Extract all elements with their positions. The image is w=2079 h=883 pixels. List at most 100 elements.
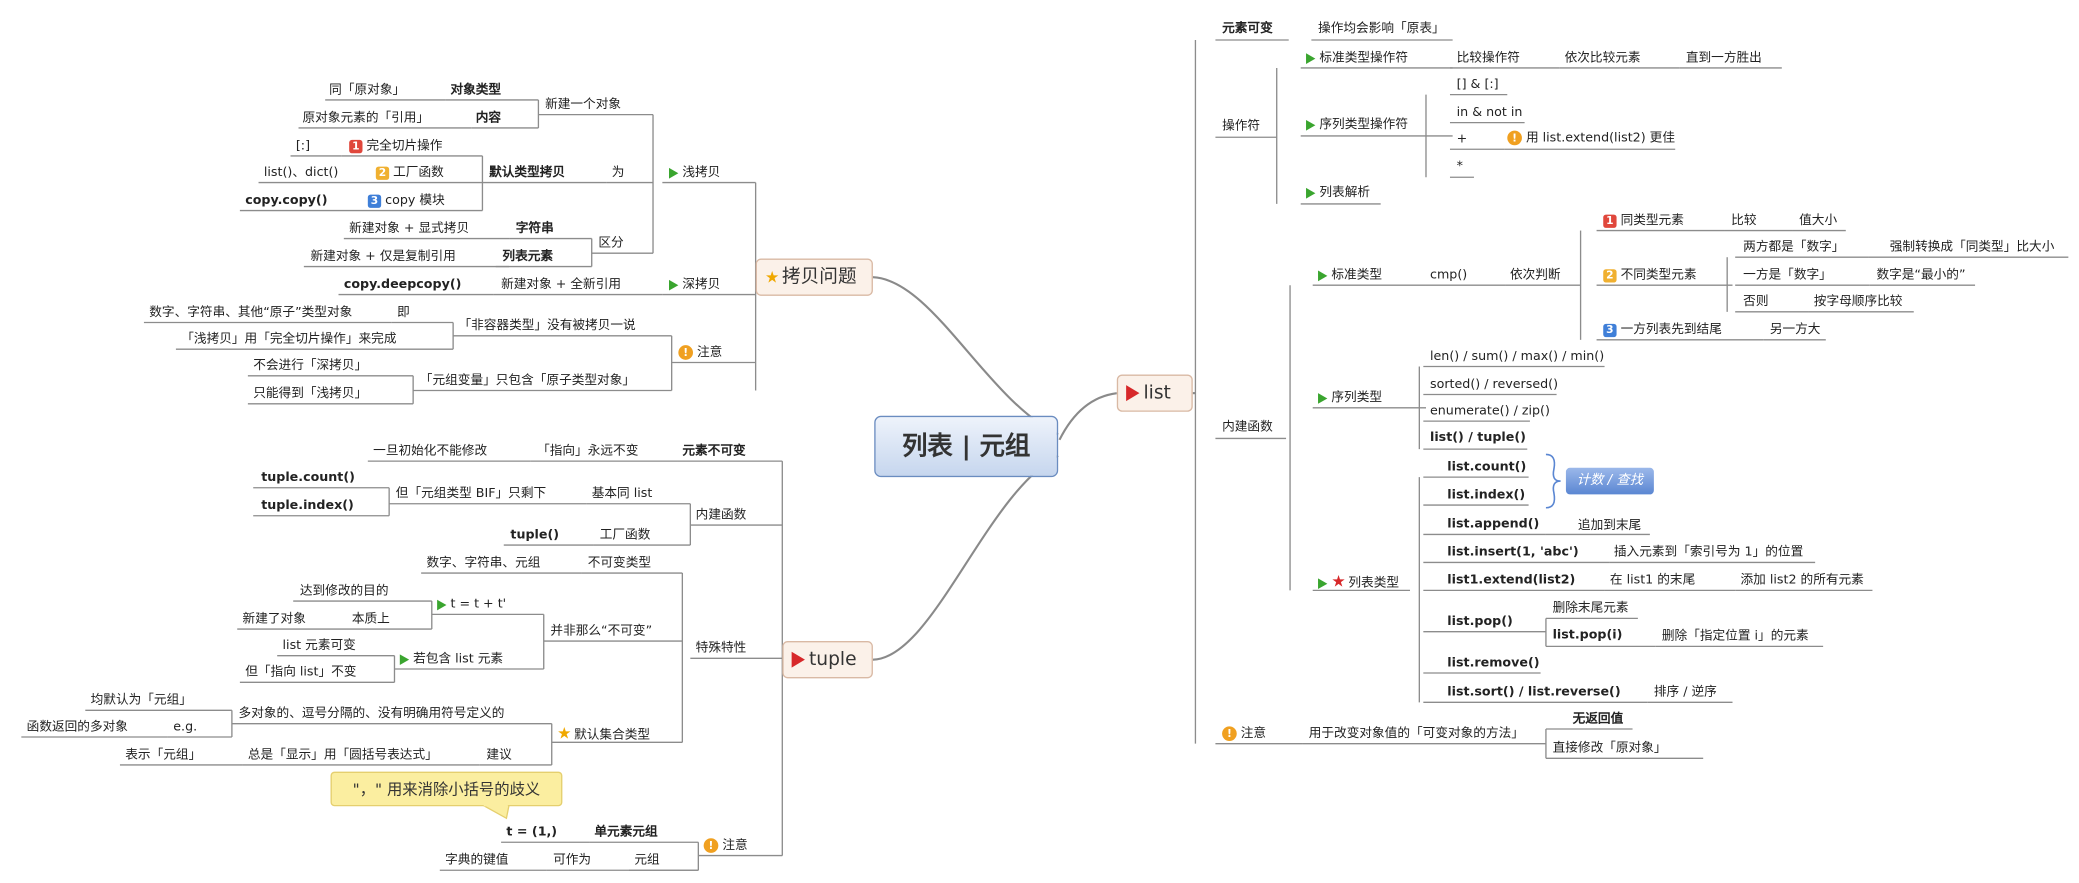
- node[interactable]: 「指向」永远不变: [537, 443, 639, 459]
- node[interactable]: 直到一方胜出: [1685, 50, 1762, 66]
- node[interactable]: 一方是「数字」: [1743, 267, 1832, 283]
- node[interactable]: 比较: [1731, 213, 1757, 228]
- node[interactable]: 默认类型拷贝: [489, 165, 566, 180]
- node[interactable]: 字典的键值: [445, 852, 509, 868]
- node[interactable]: copy.copy(): [245, 193, 328, 208]
- node[interactable]: 区分: [598, 235, 624, 251]
- node[interactable]: copy.deepcopy(): [343, 277, 462, 292]
- callout-bubble[interactable]: "，" 用来消除小括号的歧义: [330, 771, 563, 807]
- node[interactable]: 单元素元组: [594, 824, 658, 840]
- node[interactable]: [] & [:]: [1456, 77, 1499, 92]
- node[interactable]: 标准类型: [1318, 268, 1382, 284]
- node[interactable]: 「非容器类型」没有被拷贝一说: [458, 318, 636, 334]
- node[interactable]: 新建对象 + 显式拷贝: [349, 221, 470, 236]
- node[interactable]: 新建一个对象: [545, 97, 622, 112]
- node[interactable]: 元素可变: [1222, 21, 1273, 36]
- node[interactable]: 元素不可变: [682, 443, 746, 459]
- node[interactable]: list.count(): [1447, 459, 1527, 475]
- node[interactable]: 不可变类型: [587, 555, 652, 571]
- node[interactable]: !注意: [703, 838, 748, 854]
- node[interactable]: 浅拷贝: [669, 165, 720, 181]
- node[interactable]: 序列类型: [1318, 390, 1382, 406]
- node[interactable]: 数字、字符串、元组: [426, 555, 541, 571]
- node[interactable]: 插入元素到「索引号为 1」的位置: [1613, 545, 1804, 560]
- node[interactable]: 用于改变对象值的「可变对象的方法」: [1308, 726, 1524, 741]
- node[interactable]: 新建了对象: [242, 611, 306, 627]
- node[interactable]: 另一方大: [1769, 322, 1821, 338]
- node[interactable]: 标准类型操作符: [1306, 51, 1408, 67]
- node[interactable]: len() / sum() / max() / min(): [1429, 349, 1605, 364]
- node[interactable]: 按字母顺序比较: [1813, 294, 1903, 310]
- node[interactable]: 深拷贝: [669, 277, 720, 293]
- node[interactable]: 否则: [1743, 294, 1769, 310]
- node[interactable]: 多对象的、逗号分隔的、没有明确用符号定义的: [238, 706, 505, 721]
- node[interactable]: list 元素可变: [282, 638, 356, 654]
- node[interactable]: 操作符: [1222, 118, 1261, 134]
- node[interactable]: !注意: [1222, 726, 1266, 742]
- node[interactable]: !注意: [678, 345, 722, 361]
- node[interactable]: sorted() / reversed(): [1429, 377, 1559, 392]
- node[interactable]: *: [1456, 158, 1463, 174]
- node[interactable]: 总是「显示」用「圆括号表达式」: [247, 747, 438, 763]
- node[interactable]: 删除「指定位置 i」的元素: [1661, 629, 1809, 644]
- node[interactable]: [:]: [295, 138, 311, 154]
- node[interactable]: 「元组变量」只包含「原子类型对象」: [419, 373, 636, 388]
- node[interactable]: enumerate() / zip(): [1429, 403, 1550, 419]
- node[interactable]: 均默认为「元组」: [90, 693, 192, 708]
- topic-tuple[interactable]: tuple: [782, 641, 873, 679]
- node[interactable]: 直接修改「原对象」: [1552, 740, 1667, 756]
- node[interactable]: 字符串: [515, 221, 554, 236]
- node[interactable]: 不会进行「深拷贝」: [253, 358, 368, 374]
- callout-label[interactable]: 计数 / 查找: [1565, 467, 1654, 495]
- node[interactable]: 即: [397, 305, 410, 320]
- node[interactable]: +: [1456, 131, 1468, 147]
- node[interactable]: list.remove(): [1447, 655, 1540, 671]
- node[interactable]: 在 list1 的末尾: [1609, 573, 1696, 588]
- root-topic[interactable]: 列表 | 元组: [874, 415, 1059, 478]
- node[interactable]: 新建对象 + 全新引用: [501, 277, 622, 292]
- node[interactable]: 表示「元组」: [125, 747, 202, 763]
- node[interactable]: tuple.index(): [261, 498, 354, 514]
- node[interactable]: in & not in: [1456, 105, 1523, 120]
- node[interactable]: 数字是“最小的”: [1876, 267, 1966, 283]
- node[interactable]: 原对象元素的「引用」: [302, 110, 430, 126]
- node[interactable]: 追加到末尾: [1577, 518, 1642, 534]
- node[interactable]: list()、dict(): [263, 165, 339, 180]
- node[interactable]: 本质上: [351, 611, 390, 627]
- node[interactable]: 依次判断: [1509, 267, 1561, 283]
- node[interactable]: 列表元素: [502, 249, 554, 264]
- node[interactable]: 内容: [475, 110, 502, 126]
- node[interactable]: 工厂函数: [599, 527, 651, 543]
- node[interactable]: list.append(): [1447, 517, 1540, 532]
- node[interactable]: 删除末尾元素: [1552, 601, 1629, 616]
- node[interactable]: 无返回值: [1572, 711, 1624, 727]
- node[interactable]: tuple.count(): [261, 470, 355, 486]
- node[interactable]: ★列表类型: [1318, 573, 1399, 592]
- node[interactable]: 建议: [486, 747, 512, 763]
- node[interactable]: list.index(): [1447, 487, 1526, 503]
- node[interactable]: list.insert(1, 'abc'): [1447, 545, 1579, 560]
- node[interactable]: cmp(): [1429, 267, 1468, 283]
- node[interactable]: 值大小: [1799, 213, 1838, 228]
- node[interactable]: 数字、字符串、其他“原子”类型对象: [149, 305, 353, 320]
- node[interactable]: 若包含 list 元素: [399, 652, 503, 668]
- node[interactable]: 强制转换成「同类型」比大小: [1889, 239, 2055, 255]
- node[interactable]: t = t + t': [437, 597, 506, 613]
- node[interactable]: list() / tuple(): [1429, 430, 1526, 446]
- node[interactable]: 依次比较元素: [1564, 50, 1641, 66]
- node[interactable]: 添加 list2 的所有元素: [1740, 573, 1864, 588]
- node[interactable]: 基本同 list: [591, 486, 653, 502]
- node[interactable]: 达到修改的目的: [299, 583, 389, 599]
- node[interactable]: 为: [611, 165, 625, 180]
- node[interactable]: tuple(): [510, 527, 560, 543]
- node[interactable]: list.pop(i): [1552, 627, 1623, 643]
- node[interactable]: 列表解析: [1306, 185, 1370, 201]
- topic-list[interactable]: list: [1116, 374, 1193, 412]
- node[interactable]: 序列类型操作符: [1306, 117, 1408, 133]
